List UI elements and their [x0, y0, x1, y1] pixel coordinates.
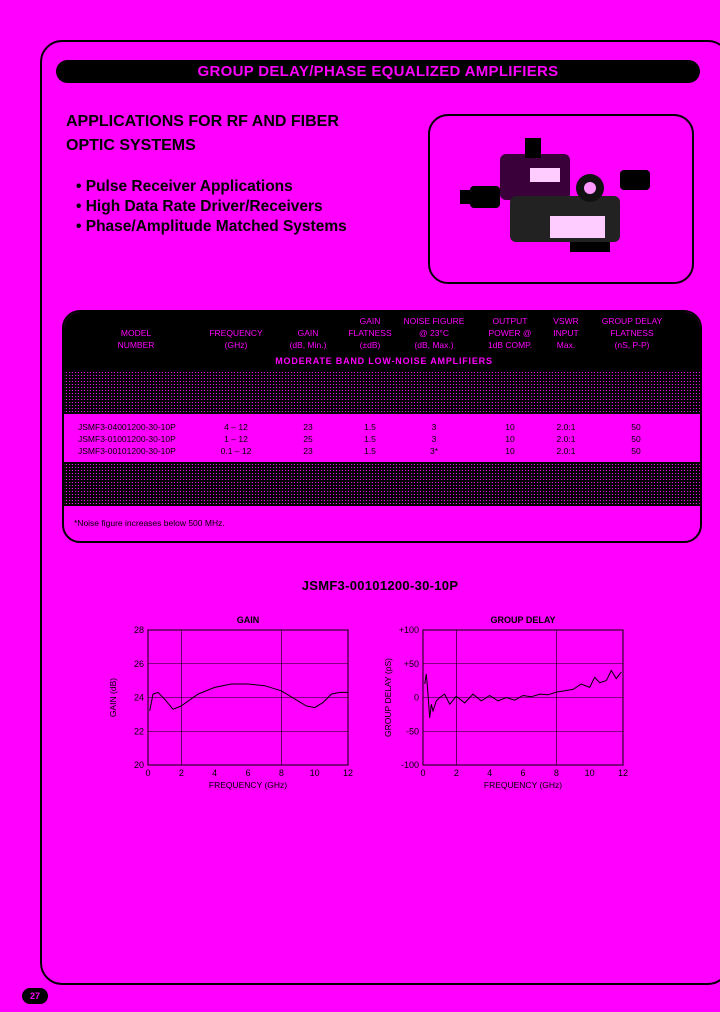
obscured-rows-top [64, 370, 700, 414]
x-tick-label: 10 [585, 768, 595, 778]
page-border [40, 40, 720, 985]
series-line [149, 683, 348, 712]
series-line [424, 669, 622, 718]
x-axis-label: FREQUENCY (GHz) [209, 780, 287, 790]
y-axis-label: GROUP DELAY (pS) [383, 658, 393, 737]
y-tick-label: 0 [414, 693, 419, 703]
x-tick-label: 8 [554, 768, 559, 778]
x-tick-label: 2 [454, 768, 459, 778]
table-footnote: *Noise figure increases below 500 MHz. [74, 518, 225, 528]
header-frequency: FREQUENCY(GHz) [209, 328, 263, 350]
x-tick-label: 10 [310, 768, 320, 778]
y-tick-label: -100 [401, 760, 419, 770]
chart-section-title: JSMF3-00101200-30-10P [301, 578, 459, 593]
applications-heading: APPLICATIONS FOR RF AND FIBER OPTIC SYST… [66, 110, 406, 158]
x-tick-label: 12 [618, 768, 628, 778]
application-item: Pulse Receiver Applications [76, 177, 347, 197]
x-tick-label: 6 [245, 768, 250, 778]
y-tick-label: 24 [134, 693, 144, 703]
page-banner: GROUP DELAY/PHASE EQUALIZED AMPLIFIERS [56, 60, 700, 83]
group-delay-chart: GROUP DELAY 0 2 4 6 8 10 12 +100 +50 0 -50 -100FREQU… [383, 615, 628, 790]
x-axis-label: FREQUENCY (GHz) [484, 780, 562, 790]
x-tick-label: 2 [179, 768, 184, 778]
application-item: Phase/Amplitude Matched Systems [76, 217, 347, 237]
x-tick-label: 8 [279, 768, 284, 778]
product-photo [428, 114, 694, 284]
x-tick-label: 4 [487, 768, 492, 778]
section-title: MODERATE BAND LOW-NOISE AMPLIFIERS [275, 356, 493, 366]
x-tick-label: 4 [212, 768, 217, 778]
y-tick-label: 20 [134, 760, 144, 770]
heading-line-2: OPTIC SYSTEMS [66, 137, 196, 154]
obscured-rows-bottom [64, 462, 700, 506]
header-gain: GAIN(dB, Min.) [289, 328, 327, 350]
y-tick-label: -50 [406, 726, 419, 736]
application-item: High Data Rate Driver/Receivers [76, 197, 347, 217]
heading-line-1: APPLICATIONS FOR RF AND FIBER [66, 113, 339, 130]
y-axis-label: GAIN (dB) [108, 678, 118, 717]
page-number: 27 [22, 988, 48, 1004]
chart-title: GAIN [237, 615, 260, 625]
y-tick-label: 22 [134, 726, 144, 736]
y-tick-label: 26 [134, 659, 144, 669]
amplifier-photo-image [460, 138, 650, 252]
x-tick-label: 0 [420, 768, 425, 778]
x-tick-label: 6 [520, 768, 525, 778]
y-tick-label: +50 [404, 659, 419, 669]
y-tick-label: +100 [399, 625, 419, 635]
y-tick-label: 28 [134, 625, 144, 635]
x-tick-label: 12 [343, 768, 353, 778]
x-tick-label: 0 [145, 768, 150, 778]
chart-title: GROUP DELAY [490, 615, 555, 625]
header-noise-figure: NOISE FIGURE@ 23°C(dB, Max.) [403, 316, 465, 350]
applications-list: Pulse Receiver Applications High Data Ra… [76, 177, 347, 237]
